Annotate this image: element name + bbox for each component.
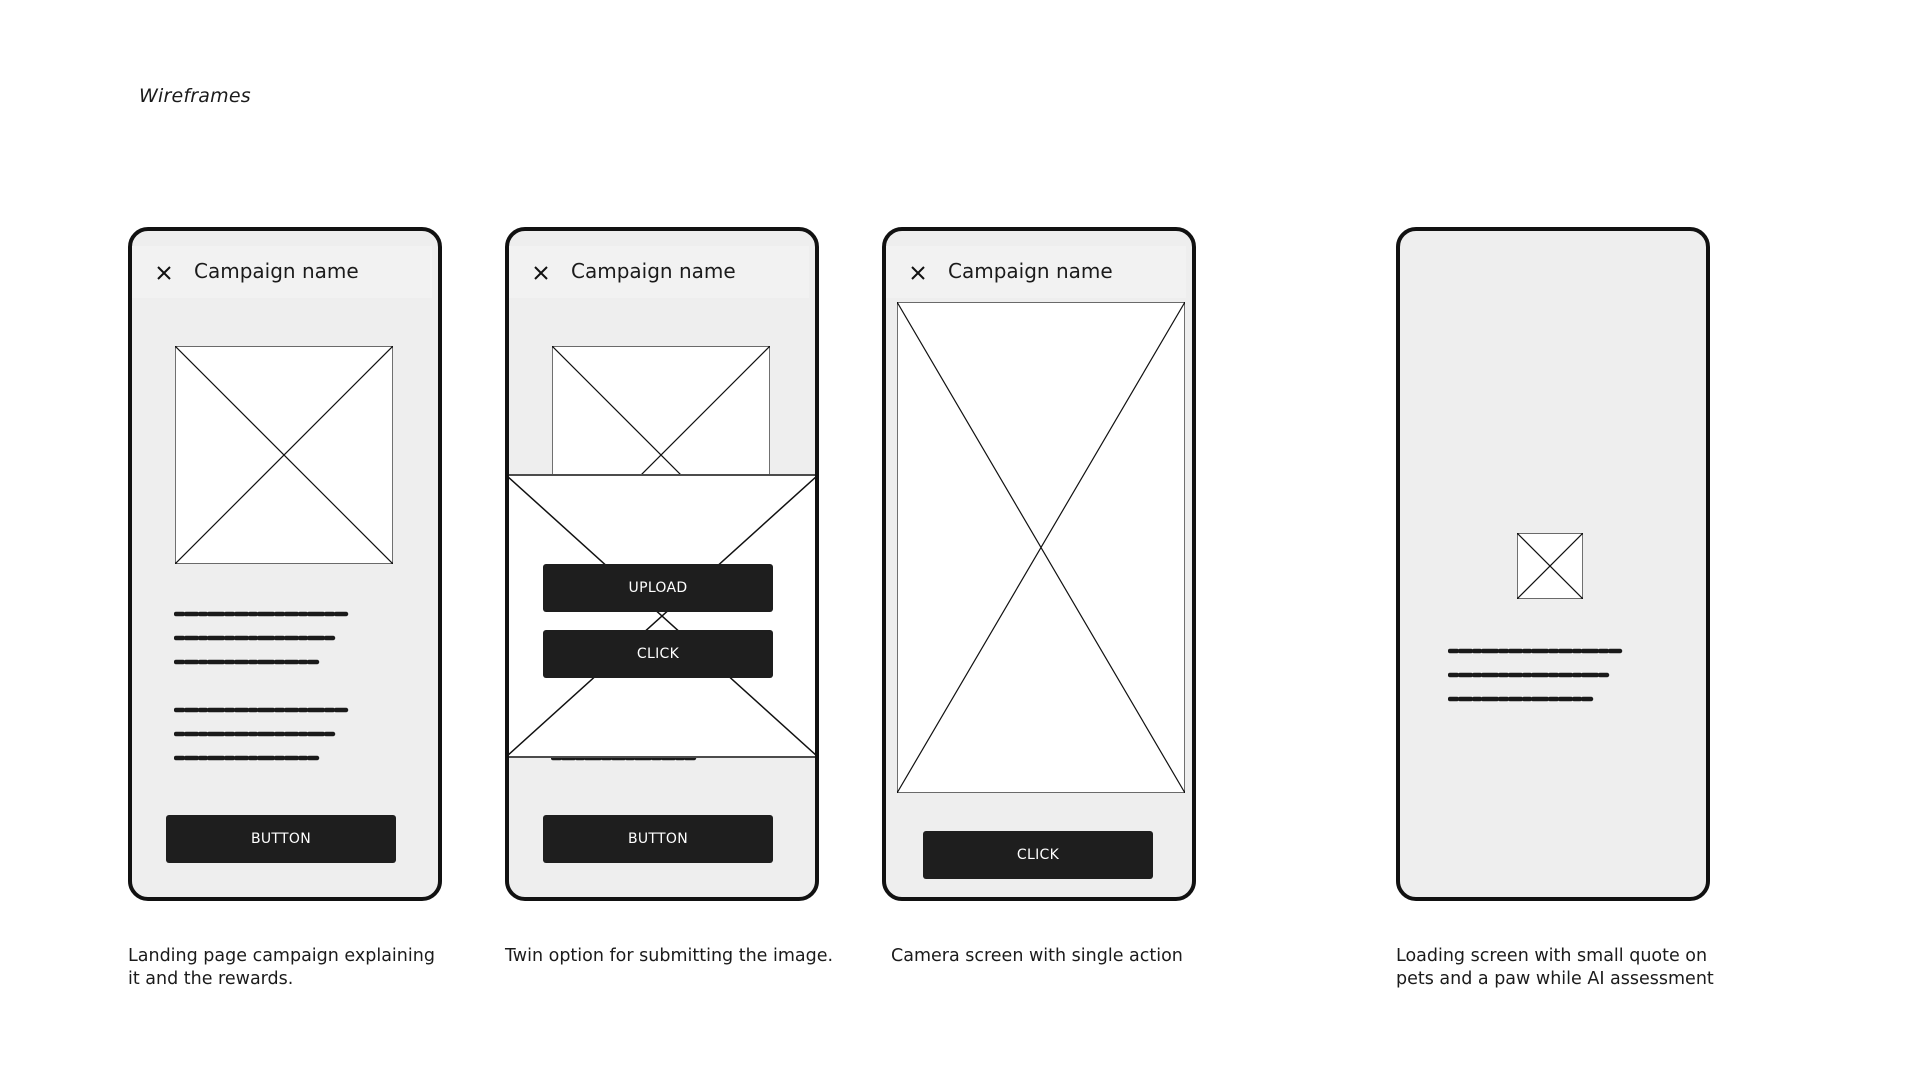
capture-button[interactable]: CLICK bbox=[923, 831, 1153, 879]
close-icon[interactable] bbox=[908, 263, 928, 283]
primary-button[interactable]: BUTTON bbox=[166, 815, 396, 863]
caption-loading: Loading screen with small quote on pets … bbox=[1396, 945, 1714, 991]
wireframe-upload-screen: Campaign name UPLOAD CLICK BUTTON bbox=[505, 227, 819, 901]
upload-options-sheet: UPLOAD CLICK bbox=[509, 474, 815, 758]
close-icon[interactable] bbox=[154, 263, 174, 283]
caption-line: it and the rewards. bbox=[128, 969, 294, 989]
top-bar: Campaign name bbox=[509, 246, 809, 298]
caption-line: Camera screen with single action bbox=[891, 946, 1183, 966]
caption-landing: Landing page campaign explaining it and … bbox=[128, 945, 435, 991]
image-placeholder-icon bbox=[175, 346, 393, 564]
quote-placeholder-block bbox=[1448, 646, 1638, 714]
caption-line: Loading screen with small quote on bbox=[1396, 946, 1708, 966]
caption-line: Twin option for submitting the image. bbox=[505, 946, 834, 966]
close-icon[interactable] bbox=[531, 263, 551, 283]
click-button[interactable]: CLICK bbox=[543, 630, 773, 678]
upload-button[interactable]: UPLOAD bbox=[543, 564, 773, 612]
text-placeholder-block bbox=[174, 609, 364, 677]
wireframe-landing-screen: Campaign name BUTTON bbox=[128, 227, 442, 901]
caption-camera: Camera screen with single action bbox=[891, 945, 1183, 968]
paw-placeholder-icon bbox=[1517, 533, 1583, 599]
caption-upload: Twin option for submitting the image. bbox=[505, 945, 833, 968]
wireframe-loading-screen bbox=[1396, 227, 1710, 901]
campaign-title: Campaign name bbox=[571, 259, 736, 283]
wireframe-camera-screen: Campaign name CLICK bbox=[882, 227, 1196, 901]
caption-line: Landing page campaign explaining bbox=[128, 946, 435, 966]
camera-viewfinder-placeholder bbox=[897, 302, 1185, 793]
primary-button[interactable]: BUTTON bbox=[543, 815, 773, 863]
caption-line: pets and a paw while AI assessment bbox=[1396, 969, 1714, 989]
top-bar: Campaign name bbox=[886, 246, 1186, 298]
image-placeholder-icon bbox=[509, 474, 815, 758]
text-placeholder-block bbox=[174, 705, 364, 773]
campaign-title: Campaign name bbox=[948, 259, 1113, 283]
top-bar: Campaign name bbox=[132, 246, 432, 298]
page-heading: Wireframes bbox=[139, 85, 251, 107]
campaign-title: Campaign name bbox=[194, 259, 359, 283]
